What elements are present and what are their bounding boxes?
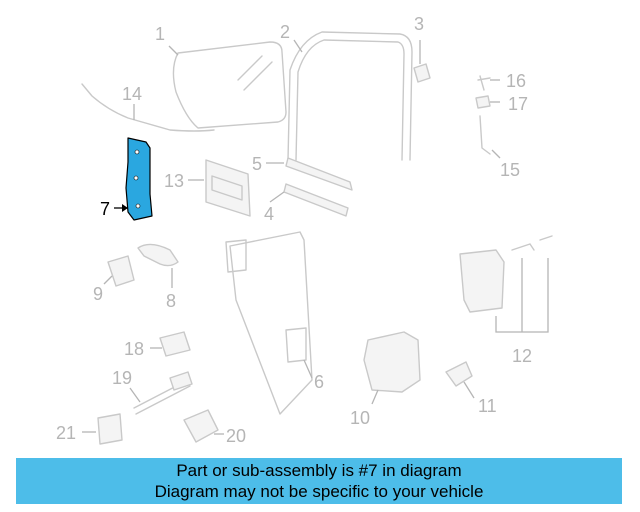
callout-5: 5 — [252, 154, 262, 174]
callout-15: 15 — [500, 160, 520, 180]
callout-13: 13 — [164, 171, 184, 191]
callout-3: 3 — [414, 14, 424, 34]
part-9-handle — [103, 255, 135, 287]
callout-4: 4 — [264, 204, 274, 224]
callout-9: 9 — [93, 284, 103, 304]
part-7-reinforcement-bracket — [114, 137, 153, 221]
callout-12: 12 — [512, 346, 532, 366]
callout-8: 8 — [166, 291, 176, 311]
banner-part-line: Part or sub-assembly is #7 in diagram — [176, 461, 462, 480]
banner-disclaimer-line: Diagram may not be specific to your vehi… — [154, 482, 484, 501]
callout-6: 6 — [314, 372, 324, 392]
part-2-run-channel — [287, 31, 413, 161]
part-14-rod — [81, 83, 215, 132]
part-11-striker — [445, 361, 475, 399]
info-banner: Part or sub-assembly is #7 in diagram Di… — [16, 458, 622, 504]
callout-10: 10 — [350, 408, 370, 428]
part-21-bracket — [82, 413, 123, 445]
part-16-pin — [477, 75, 500, 91]
part-12-lock-set — [459, 235, 553, 333]
callout-7: 7 — [100, 199, 110, 219]
callout-16: 16 — [506, 71, 526, 91]
part-1-door-glass — [168, 41, 287, 129]
callout-18: 18 — [124, 339, 144, 359]
part-8-handle — [137, 243, 179, 288]
part-13-panel — [188, 159, 251, 217]
part-17-clip — [475, 95, 500, 109]
part-6-window-regulator — [225, 231, 313, 415]
part-4-weatherstrip — [269, 183, 349, 217]
part-20-hinge — [183, 409, 224, 443]
part-18-hinge — [150, 331, 191, 357]
callout-20: 20 — [226, 426, 246, 446]
callout-19: 19 — [112, 368, 132, 388]
callout-11: 11 — [478, 396, 497, 416]
part-15-rod — [479, 115, 501, 159]
part-3-clip — [413, 40, 431, 83]
callout-2: 2 — [280, 22, 290, 42]
callout-1: 1 — [155, 24, 165, 44]
callout-17: 17 — [508, 94, 528, 114]
part-5-weatherstrip — [266, 157, 353, 191]
part-19-check-strap — [129, 371, 193, 415]
callout-14: 14 — [122, 84, 142, 104]
part-10-door-latch — [363, 331, 421, 405]
callout-21: 21 — [56, 423, 76, 443]
